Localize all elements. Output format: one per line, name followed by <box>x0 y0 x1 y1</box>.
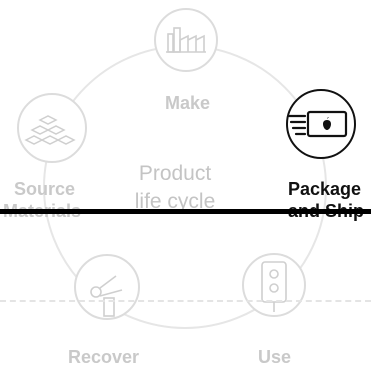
overlay-dashed-line <box>0 300 371 302</box>
power-outlet-icon[interactable] <box>239 250 309 320</box>
center-line-1: Product <box>138 162 212 185</box>
factory-icon[interactable] <box>152 6 220 74</box>
stage-label-package-line1: Package <box>288 179 362 199</box>
stage-label-make: Make <box>165 93 211 113</box>
ingot-stack-icon[interactable] <box>14 90 90 166</box>
shipping-box-icon[interactable] <box>283 86 359 162</box>
stage-label-recover: Recover <box>68 347 140 367</box>
center-line-2: life cycle <box>134 190 216 213</box>
stage-label-use: Use <box>258 347 292 367</box>
overlay-bar <box>0 209 371 214</box>
disassembly-tools-icon[interactable] <box>70 250 144 324</box>
cycle-center-label: Product life cycle <box>110 160 240 216</box>
stage-label-source-line1: Source <box>14 179 76 199</box>
